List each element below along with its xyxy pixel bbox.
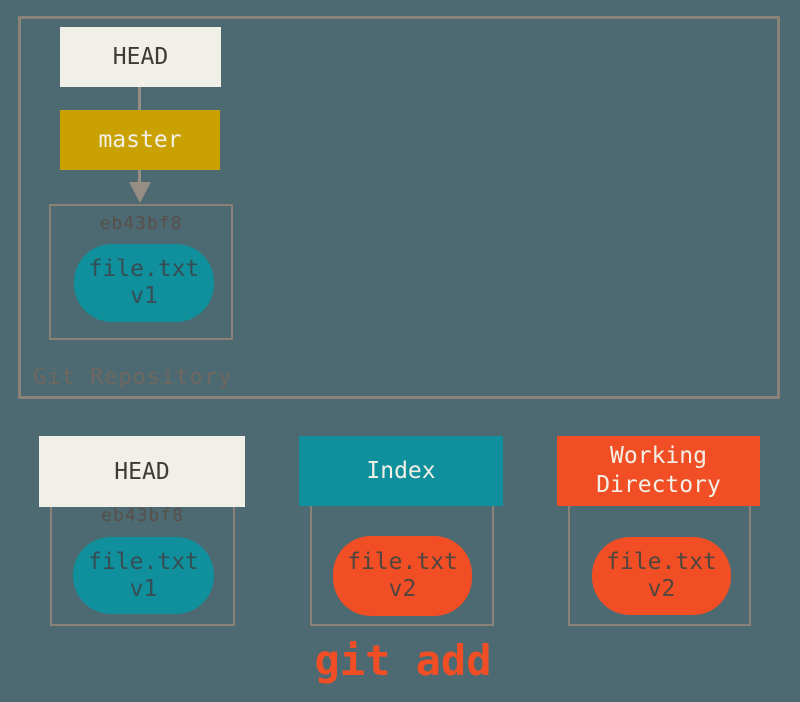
head-area-header: HEAD (39, 436, 245, 507)
head-to-master-connector (138, 87, 141, 110)
index-area-file-name: file.txt (347, 549, 458, 575)
commit-file-blob: file.txt v1 (74, 244, 214, 322)
git-repository-label: Git Repository (33, 365, 233, 390)
head-area-title: HEAD (114, 458, 170, 485)
master-branch-box: master (60, 110, 220, 170)
master-branch-label: master (98, 127, 182, 153)
head-pointer-box: HEAD (60, 27, 221, 87)
git-repository-box: Git Repository (18, 16, 780, 399)
commit-sha-label: eb43bf8 (99, 213, 183, 234)
index-area-file-version: v2 (388, 576, 417, 602)
head-pointer-label: HEAD (112, 44, 169, 70)
commit-file-version: v1 (130, 283, 158, 309)
working-directory-file-name: file.txt (606, 549, 717, 575)
head-area-file-version: v1 (129, 575, 158, 602)
head-area-box: eb43bf8 file.txt v1 (50, 496, 235, 626)
head-area-file-name: file.txt (88, 548, 199, 575)
master-to-commit-connector (138, 170, 141, 186)
working-directory-header: Working Directory (557, 436, 760, 506)
head-area-file-blob: file.txt v1 (73, 537, 214, 614)
working-directory-box: file.txt v2 (568, 496, 751, 626)
git-add-command-label: git add (314, 636, 492, 685)
working-directory-file-blob: file.txt v2 (592, 537, 731, 615)
index-area-file-blob: file.txt v2 (333, 536, 472, 616)
commit-file-name: file.txt (88, 256, 200, 282)
arrowhead-down-icon (129, 182, 151, 203)
working-directory-file-version: v2 (647, 576, 676, 602)
index-area-title: Index (366, 458, 436, 484)
index-area-box: file.txt v2 (310, 496, 494, 626)
head-area-sha-label: eb43bf8 (101, 505, 184, 526)
working-directory-title: Working Directory (596, 443, 721, 498)
commit-box: eb43bf8 file.txt v1 (49, 204, 233, 340)
index-area-header: Index (299, 436, 503, 506)
